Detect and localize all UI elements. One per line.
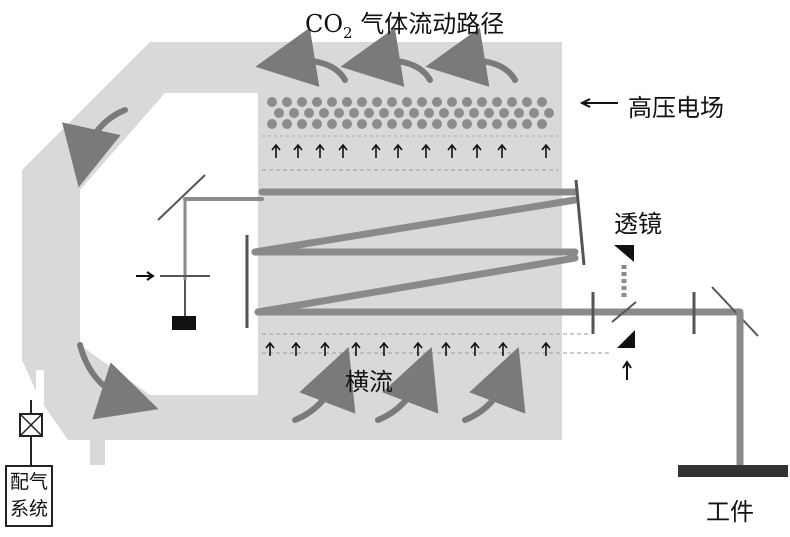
valve-cross — [19, 413, 43, 437]
lens-element — [611, 301, 637, 323]
label-high-voltage-field: 高压电场 — [628, 94, 724, 122]
small-arrow-icon — [136, 271, 155, 281]
gas-flow-arrows — [62, 27, 526, 423]
hv-pointer-arrow-icon — [579, 98, 618, 108]
workpiece-plate — [678, 465, 788, 477]
inner-cavity — [80, 93, 258, 395]
turning-mirror-left — [157, 174, 206, 221]
high-voltage-dots — [267, 97, 554, 129]
laser-beam-path — [183, 188, 744, 316]
gas-supply-line2: 系统 — [9, 498, 48, 520]
lens-bottom-prism — [617, 330, 635, 348]
turning-mirror-right — [711, 286, 759, 337]
label-lens: 透镜 — [614, 210, 662, 238]
detector-block — [172, 316, 196, 330]
gas-supply-line1: 配气 — [9, 471, 48, 493]
lens-up-arrow-icon — [622, 360, 632, 380]
label-cross-flow: 横流 — [345, 368, 393, 396]
label-workpiece: 工件 — [706, 498, 754, 526]
lens-top-prism — [614, 245, 634, 262]
mirror-right — [574, 179, 586, 266]
gas-supply-box: 配气 系统 — [5, 465, 53, 527]
diagram-title: CO2 气体流动路径 — [305, 10, 505, 42]
field-arrows-top — [271, 143, 551, 158]
